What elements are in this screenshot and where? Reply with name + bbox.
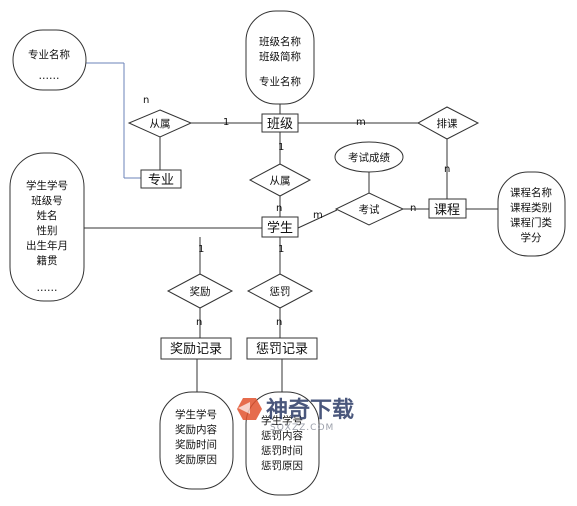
relation-belongs-class-label: 从属 <box>270 175 291 187</box>
cardinality-label: 1 <box>223 117 229 128</box>
attr-student-line: 班级号 <box>31 195 63 207</box>
entity-class-label: 班级 <box>267 117 293 132</box>
cardinality-label: 1 <box>278 142 284 153</box>
entity-course <box>428 198 467 219</box>
cardinality-label: n <box>276 203 282 214</box>
entity-reward-record-label: 奖励记录 <box>170 342 222 357</box>
attr-penalty-record <box>245 391 320 496</box>
watermark: 神奇下载 SQXZZ.COM <box>237 397 354 433</box>
attr-reward-line: 奖励内容 <box>175 423 217 436</box>
entity-course-label: 课程 <box>434 203 460 218</box>
attr-class-line: 班级简称 <box>259 50 301 63</box>
cardinality-label: m <box>356 117 366 128</box>
relation-penalty <box>246 273 314 309</box>
cardinality-label: n <box>276 317 282 328</box>
attr-reward-record <box>159 391 234 490</box>
entity-penalty-record-label: 惩罚记录 <box>256 342 308 357</box>
attr-reward-line: 学生学号 <box>175 408 217 421</box>
entity-class <box>261 113 299 133</box>
attr-reward-line: 奖励原因 <box>175 453 217 466</box>
attr-class-line: 班级名称 <box>259 35 301 48</box>
attr-student-line: 性别 <box>37 224 58 237</box>
relation-reward <box>166 273 234 309</box>
attr-penalty-line: 学生学号 <box>261 414 303 427</box>
relation-belongs-class <box>248 163 312 197</box>
relation-exam <box>334 192 405 226</box>
attr-penalty-line: 惩罚内容 <box>261 429 303 442</box>
entity-student-label: 学生 <box>267 220 293 236</box>
relation-penalty-label: 惩罚 <box>270 285 291 298</box>
attr-exam-score <box>334 141 404 173</box>
attr-penalty-line: 惩罚原因 <box>261 459 303 472</box>
attr-student-line: 学生学号 <box>26 179 68 192</box>
entity-reward-record <box>160 337 232 360</box>
attr-class <box>245 10 315 105</box>
cardinality-label: n <box>196 317 202 328</box>
entity-student <box>261 216 299 238</box>
relation-exam-label: 考试 <box>359 204 380 216</box>
attr-exam-score-label: 考试成绩 <box>348 151 390 164</box>
attr-course <box>497 171 566 257</box>
attr-course-line: 学分 <box>521 231 542 244</box>
relation-reward-label: 奖励 <box>190 285 211 298</box>
attr-course-line: 课程门类 <box>510 216 552 229</box>
watermark-logo-shine <box>238 402 250 414</box>
attr-student-line: 出生年月 <box>26 239 68 252</box>
attr-course-line: 课程名称 <box>510 186 552 199</box>
attr-student <box>9 152 85 302</box>
watermark-text: 神奇下载 <box>266 397 354 423</box>
watermark-url: SQXZZ.COM <box>270 423 334 433</box>
attr-student-line: …… <box>37 282 58 294</box>
relation-schedule <box>416 106 480 140</box>
cardinality-label: n <box>410 203 416 214</box>
attr-course-line: 课程类别 <box>510 201 552 214</box>
cardinality-label: 1 <box>278 244 284 255</box>
entity-major-label: 专业 <box>148 173 174 188</box>
relation-belongs-major-label: 从属 <box>150 118 171 130</box>
cardinality-label: n <box>143 95 149 106</box>
connector <box>297 209 338 229</box>
attr-penalty-line: 惩罚时间 <box>261 444 303 457</box>
attr-student-line: 姓名 <box>37 209 58 222</box>
attr-major-line: 专业名称 <box>28 48 70 61</box>
relation-schedule-label: 排课 <box>437 117 458 130</box>
entity-major <box>140 169 182 189</box>
attr-reward-line: 奖励时间 <box>175 438 217 451</box>
cardinality-label: 1 <box>198 244 204 255</box>
cardinality-label: m <box>313 210 323 221</box>
attr-major-line: …… <box>39 70 60 82</box>
relation-belongs-major <box>127 109 193 138</box>
attr-class-line: 专业名称 <box>259 75 301 88</box>
attr-major <box>12 29 87 91</box>
cardinality-label: n <box>444 164 450 175</box>
attr-student-line: 籍贯 <box>37 254 58 267</box>
entity-penalty-record <box>246 337 318 360</box>
